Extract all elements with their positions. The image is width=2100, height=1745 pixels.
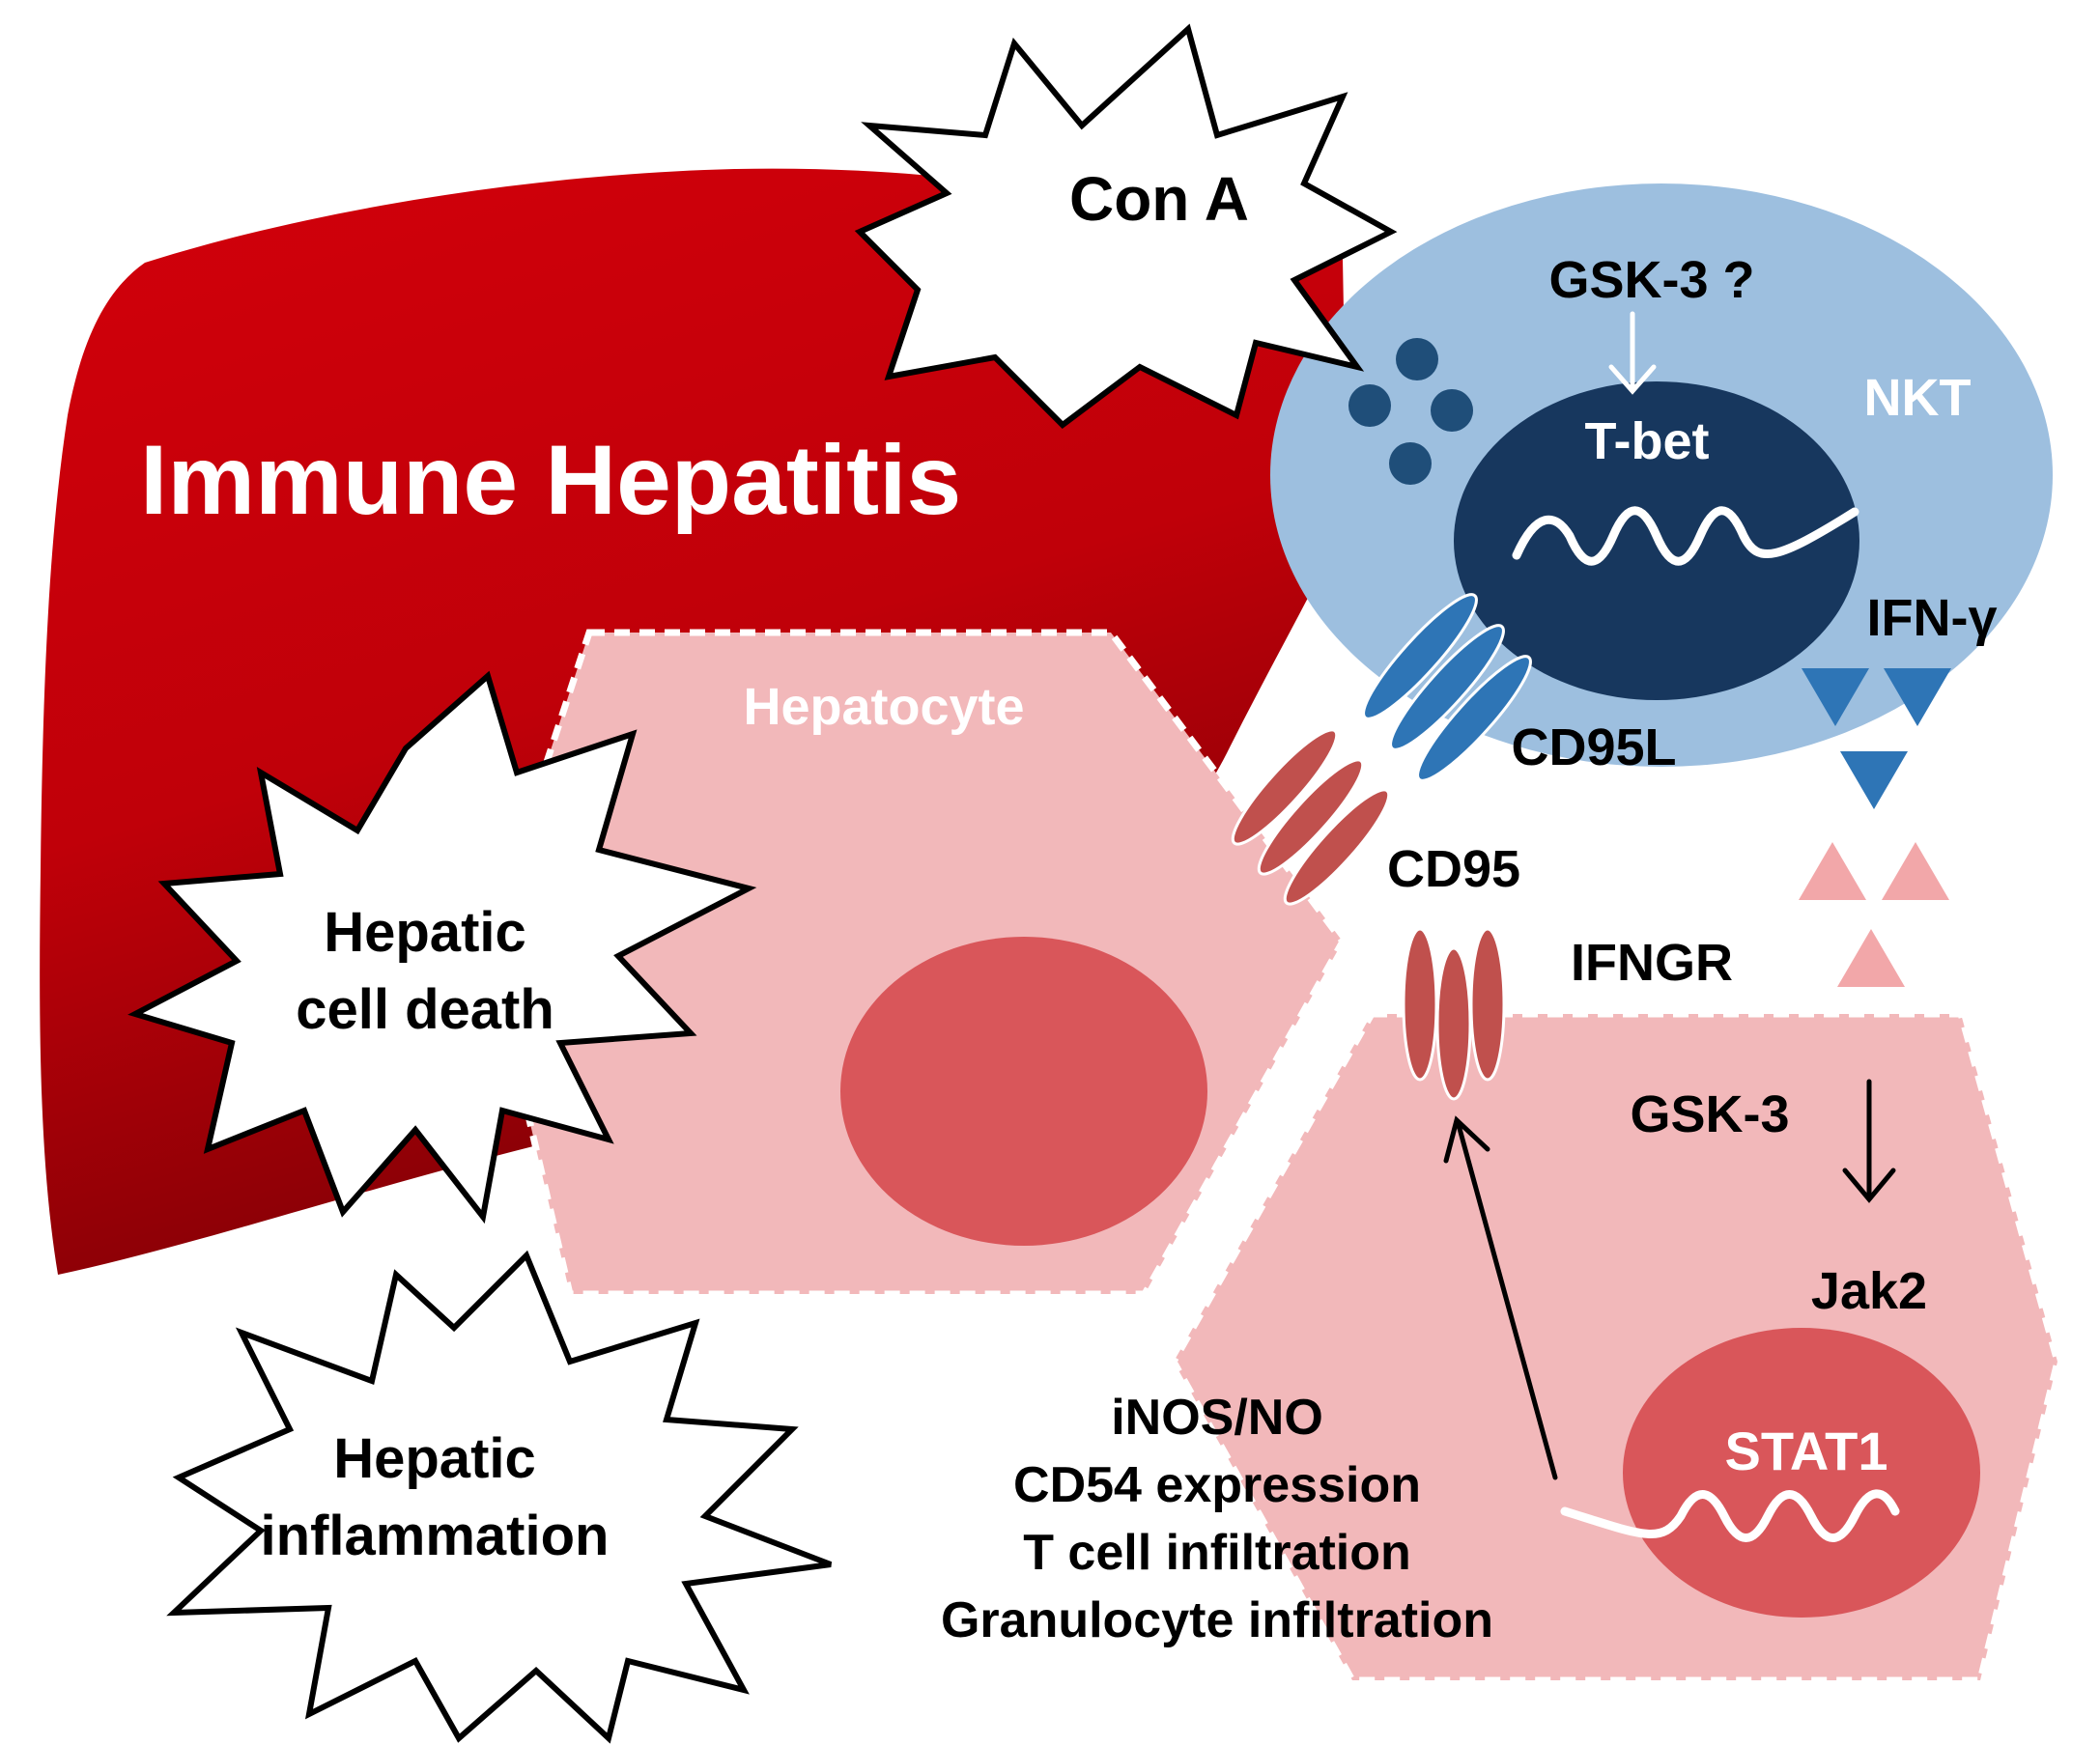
- nkt-label: NKT: [1864, 369, 1972, 427]
- con-a-label: Con A: [1069, 164, 1249, 234]
- granule: [1348, 384, 1391, 427]
- tbet-label: T-bet: [1585, 412, 1710, 470]
- arrow-gsk3-to-tbet: [1608, 311, 1657, 395]
- gsk3-question-label: GSK-3 ?: [1548, 251, 1754, 309]
- stat1-nucleus: [1623, 1328, 1980, 1618]
- hepatocyte-nucleus-1: [840, 937, 1207, 1246]
- hepatocyte-label: Hepatocyte: [743, 678, 1024, 736]
- effect-cd54-expression: CD54 expression: [1013, 1457, 1421, 1513]
- cd95l-receptors: [1362, 593, 1532, 782]
- hepatic-cell-death-starburst: [128, 670, 757, 1224]
- cd95l-rod: [1362, 593, 1478, 720]
- stat1-label: STAT1: [1724, 1421, 1887, 1481]
- cd95l-rod: [1416, 655, 1532, 782]
- stat1-mrna-wave: [1560, 1489, 1900, 1542]
- jak2-label: Jak2: [1811, 1262, 1927, 1320]
- effect-granulocyte-infiltration: Granulocyte infiltration: [941, 1592, 1493, 1648]
- effect-t-cell-infiltration: T cell infiltration: [1023, 1525, 1411, 1581]
- arrow-gsk3-to-jak2: [1842, 1079, 1896, 1203]
- ifn-gamma-ligands: [1802, 668, 1951, 809]
- cd95-rod: [1435, 946, 1472, 1101]
- cd95-label: CD95: [1387, 840, 1520, 898]
- cd95l-rod: [1389, 624, 1505, 751]
- nkt-granules: [1348, 338, 1473, 485]
- cd95-rod: [1402, 927, 1438, 1082]
- ifngr-triangle: [1882, 842, 1949, 900]
- ifngr-triangle: [1799, 842, 1866, 900]
- ifn-gamma-label: IFN-γ: [1867, 589, 1998, 647]
- ifngr-receptors: [1799, 842, 1949, 987]
- hepatic-cell-death-label-line1: Hepatic: [324, 901, 526, 964]
- cd95-rod: [1257, 758, 1365, 876]
- hepatic-inflammation-label-line1: Hepatic: [333, 1427, 536, 1490]
- cd95-receptors-hepatocyte-2: [1402, 927, 1506, 1101]
- con-a-starburst: [854, 23, 1398, 429]
- hepatic-inflammation-label-line2: inflammation: [261, 1505, 610, 1567]
- cd95-rod: [1231, 728, 1339, 846]
- tbet-mrna-wave: [1512, 506, 1859, 566]
- ifn-gamma-triangle: [1840, 751, 1908, 809]
- diagram-title: Immune Hepatitis: [140, 425, 961, 535]
- cd95-rod: [1469, 927, 1506, 1082]
- hepatic-inflammation-starburst: [166, 1250, 833, 1744]
- arrow-stat1-to-cd95: [1443, 1115, 1558, 1480]
- cd95-rod: [1283, 788, 1391, 906]
- cd95-receptors-hepatocyte-1: [1231, 728, 1391, 906]
- ifn-gamma-triangle: [1802, 668, 1869, 726]
- hepatic-cell-death-label-line2: cell death: [296, 978, 554, 1041]
- cd95l-label: CD95L: [1511, 718, 1676, 776]
- ifn-gamma-triangle: [1884, 668, 1951, 726]
- granule: [1396, 338, 1438, 380]
- ifngr-label: IFNGR: [1571, 934, 1733, 992]
- effect-inos-no: iNOS/NO: [1111, 1390, 1323, 1446]
- granule: [1389, 442, 1432, 485]
- ifngr-triangle: [1837, 929, 1905, 987]
- granule: [1431, 389, 1473, 432]
- gsk3-label: GSK-3: [1630, 1085, 1789, 1143]
